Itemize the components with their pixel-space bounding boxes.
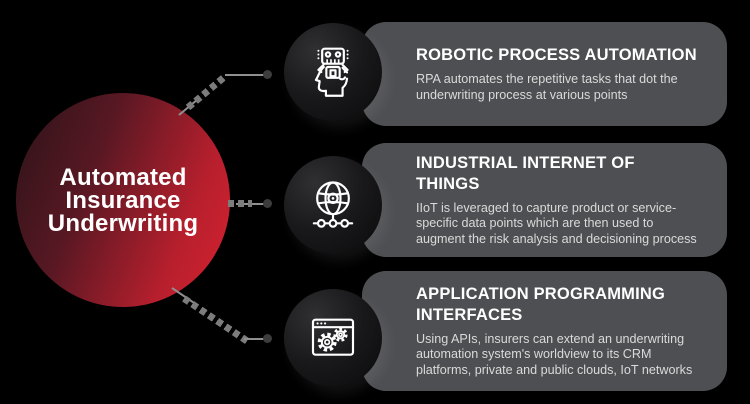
connector-top-thin-line (225, 74, 264, 76)
api-browser-gears-icon (311, 318, 355, 356)
connector-bottom-dashed-line (182, 295, 250, 345)
central-topic-circle: Automated Insurance Underwriting (16, 93, 230, 307)
connector-bottom-endpoint-dot (263, 334, 272, 343)
icon-circle-iiot (284, 156, 382, 254)
center-line-3: Underwriting (47, 209, 199, 237)
card-robotic-process-automation: ROBOTIC PROCESS AUTOMATION RPA automates… (362, 22, 727, 126)
connector-top-endpoint-dot (263, 70, 272, 79)
icon-circle-rpa (284, 23, 382, 121)
card-industrial-internet-of-things: INDUSTRIAL INTERNET OF THINGS IIoT is le… (362, 143, 727, 257)
iot-globe-network-icon (312, 181, 354, 228)
card-description-rpa: RPA automates the repetitive tasks that … (416, 71, 678, 102)
connector-middle-dashed-line (228, 200, 252, 207)
central-topic-label: Automated Insurance Underwriting (47, 163, 199, 237)
card-description-iiot: IIoT is leveraged to capture product or … (416, 200, 697, 246)
card-title-iiot: INDUSTRIAL INTERNET OF THINGS (416, 153, 635, 193)
card-title-api: APPLICATION PROGRAMMING INTERFACES (416, 284, 666, 324)
center-line-1: Automated (59, 163, 187, 191)
connector-bottom-thin-line (244, 338, 264, 340)
icon-circle-api (284, 289, 382, 387)
connector-top-dashed-line (185, 73, 228, 111)
rpa-robot-head-icon (314, 47, 349, 97)
card-title-rpa: ROBOTIC PROCESS AUTOMATION (416, 45, 697, 64)
card-description-api: Using APIs, insurers can extend an under… (416, 331, 693, 377)
center-line-2: Insurance (65, 186, 181, 214)
connector-middle-endpoint-dot (263, 199, 272, 208)
card-application-programming-interfaces: APPLICATION PROGRAMMING INTERFACES Using… (362, 271, 727, 391)
